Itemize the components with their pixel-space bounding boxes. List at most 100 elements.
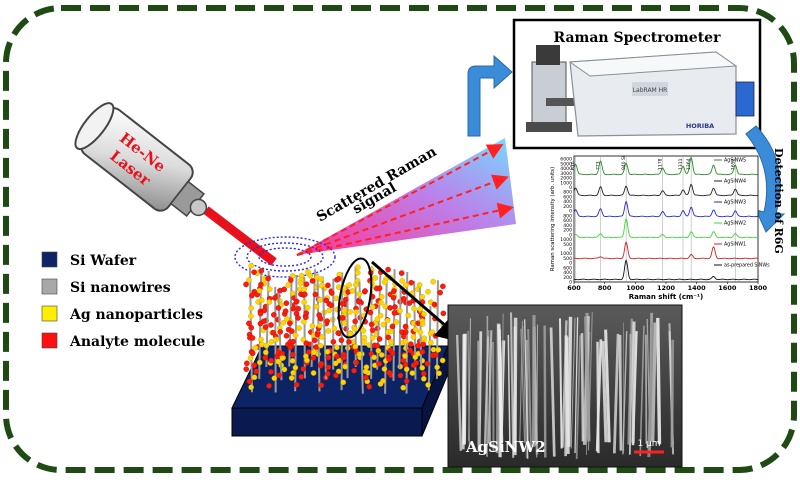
ag-nanoparticle — [289, 358, 296, 364]
sem-label: AgSiNW2 — [465, 438, 546, 456]
ag-nanoparticle — [400, 384, 406, 391]
ag-nanoparticle — [256, 359, 263, 366]
zoom-arrow — [371, 260, 467, 344]
analyte-molecule — [271, 312, 277, 318]
analyte-molecule — [340, 354, 347, 361]
legend-label: Analyte molecule — [69, 334, 205, 350]
analyte-molecule — [440, 283, 446, 290]
ag-nanoparticle — [381, 279, 388, 285]
ag-nanoparticle — [421, 375, 427, 382]
analyte-molecule — [400, 295, 407, 302]
analyte-molecule — [333, 372, 339, 379]
ag-nanoparticle — [247, 355, 254, 361]
analyte-molecule — [352, 318, 358, 325]
analyte-molecule — [290, 338, 296, 345]
analyte-molecule — [413, 360, 420, 366]
y-tick-label: 6000 — [560, 157, 572, 163]
ag-nanoparticle — [342, 363, 348, 370]
series-name: AgSiNW4 — [724, 179, 746, 185]
analyte-molecule — [325, 354, 332, 361]
ag-nanoparticle — [436, 370, 442, 377]
series-name: AgSiNW2 — [724, 221, 746, 227]
analyte-molecule — [386, 356, 393, 363]
sem-nanowire — [601, 340, 608, 443]
analyte-molecule — [351, 367, 357, 374]
ag-nanoparticle — [296, 325, 302, 331]
analyte-molecule — [283, 332, 290, 339]
sem-nanowire — [570, 317, 576, 449]
series-line — [573, 217, 758, 239]
analyte-molecule — [324, 370, 331, 377]
ag-nanoparticle — [347, 309, 353, 315]
sem-nanowire — [467, 330, 471, 449]
analyte-molecule — [295, 315, 301, 321]
analyte-molecule — [244, 360, 250, 367]
analyte-molecule — [303, 314, 309, 321]
ag-nanoparticle — [378, 293, 385, 300]
sem-nanowire — [549, 327, 556, 457]
ag-nanoparticle — [319, 282, 325, 289]
ag-nanoparticle — [435, 346, 442, 353]
sem-nanowire — [455, 334, 463, 451]
sem-nanowire — [574, 317, 579, 454]
analyte-molecule — [303, 281, 310, 288]
peak-label: 940 Si — [621, 156, 627, 170]
ag-nanoparticle — [353, 282, 359, 288]
legend-swatch — [41, 251, 58, 268]
analyte-molecule — [440, 310, 447, 317]
ag-nanoparticle — [256, 287, 263, 294]
ag-nanoparticle — [360, 327, 367, 334]
y-tick-label: 400 — [563, 199, 572, 205]
ag-nanoparticle — [271, 375, 278, 382]
ag-nanoparticle — [419, 365, 426, 371]
sem-nanowire — [656, 317, 662, 445]
detection-arrow — [745, 125, 786, 233]
analyte-molecule — [303, 340, 310, 347]
analyte-molecule — [328, 290, 335, 296]
analyte-molecule — [366, 383, 373, 390]
scatter-rays — [296, 144, 514, 256]
ag-nanoparticle — [317, 342, 324, 349]
y-tick-label: 0 — [569, 246, 572, 252]
analyte-molecule — [389, 350, 396, 356]
ag-nanoparticle — [412, 326, 419, 333]
ag-nanoparticle — [411, 305, 417, 312]
analyte-molecule — [376, 285, 383, 291]
ag-nanoparticle — [421, 335, 428, 342]
analyte-molecule — [408, 341, 414, 347]
analyte-molecule — [275, 305, 282, 311]
sem-nanowire — [510, 312, 515, 458]
analyte-molecule — [385, 334, 392, 341]
ag-nanoparticle — [313, 303, 320, 310]
y-tick-label: 0 — [569, 232, 572, 238]
analyte-molecule — [268, 357, 274, 364]
analyte-molecule — [318, 360, 325, 367]
analyte-molecule — [391, 310, 398, 316]
ag-nanoparticle — [275, 358, 282, 365]
laser-beam — [203, 206, 277, 266]
ag-nanoparticle — [248, 313, 254, 319]
analyte-molecule — [258, 281, 264, 288]
peak-label: 1311 — [678, 158, 684, 170]
sem-nanowire — [507, 334, 511, 443]
analyte-molecule — [249, 335, 256, 341]
analyte-molecule — [420, 341, 427, 348]
ag-nanoparticle — [356, 351, 363, 357]
analyte-molecule — [419, 349, 426, 355]
analyte-molecule — [289, 351, 296, 358]
ag-nanoparticle — [410, 334, 417, 340]
analyte-molecule — [335, 276, 342, 282]
series-line — [573, 183, 759, 197]
sem-nanowire — [487, 330, 493, 444]
analyte-molecule — [262, 324, 269, 330]
analyte-molecule — [406, 300, 413, 306]
y-tick-label: 4000 — [560, 166, 572, 172]
ag-nanoparticle — [326, 307, 333, 314]
y-tick-label: 500 — [563, 256, 572, 262]
ag-nanoparticle — [356, 291, 362, 297]
analyte-molecule — [309, 278, 316, 284]
analyte-molecule — [339, 301, 346, 307]
spectrometer-title: Raman Spectrometer — [554, 30, 722, 46]
ag-nanoparticle — [421, 311, 427, 317]
y-tick-label: 800 — [563, 190, 572, 196]
